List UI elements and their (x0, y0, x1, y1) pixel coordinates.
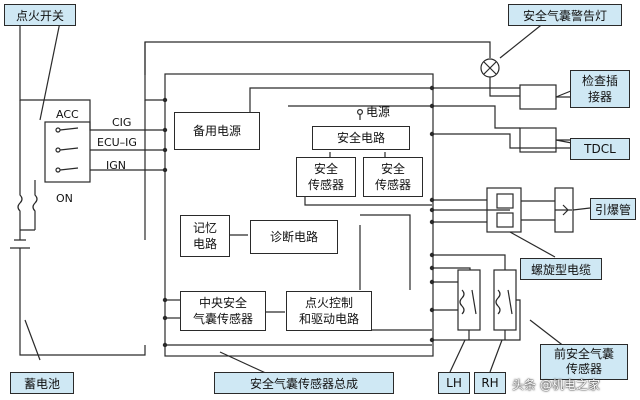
ignition-switch-box (44, 121, 91, 183)
callout-rh: RH (474, 372, 506, 394)
safety-sensor-block-1: 安全 传感器 (296, 157, 356, 197)
connector-box-1 (519, 84, 557, 110)
callout-sensor-assembly: 安全气囊传感器总成 (214, 372, 394, 394)
callout-ignition-switch: 点火开关 (4, 4, 76, 26)
callout-detonator: 引爆管 (590, 198, 636, 220)
callout-battery: 蓄电池 (10, 372, 74, 394)
front-sensor-lh (457, 269, 481, 331)
main-supply (144, 42, 165, 101)
callout-check-connector: 检查插 接器 (570, 70, 630, 108)
warning-lamp-return (489, 77, 520, 97)
switch-label-cig: CIG (112, 116, 132, 129)
watermark: 头条 @机电之家 (512, 378, 600, 392)
switch-label-on: ON (56, 192, 73, 205)
switch-label-acc: ACC (56, 108, 79, 121)
switch-label-ign: IGN (106, 159, 126, 172)
safety-sensor-block-2: 安全 传感器 (363, 157, 423, 197)
power-label: 电源 (366, 105, 391, 119)
switch-label-ecu-ig: ECU–IG (97, 136, 137, 149)
sensor-assembly-outline (164, 73, 434, 357)
safety-circuit-block: 安全电路 (312, 126, 410, 150)
memory-circuit-block: 记忆 电路 (180, 215, 230, 257)
diagnosis-circuit-block: 诊断电路 (250, 220, 338, 254)
spiral-cable-box (486, 187, 522, 233)
backup-power-block: 备用电源 (174, 112, 260, 150)
central-sensor-block: 中央安全 气囊传感器 (180, 291, 266, 331)
ignition-control-block: 点火控制 和驱动电路 (286, 291, 372, 331)
callout-front-airbag-sensor: 前安全气囊 传感器 (540, 344, 628, 380)
warning-lamp-feed (144, 41, 491, 75)
callout-airbag-warning-lamp: 安全气囊警告灯 (508, 4, 622, 26)
callout-lh: LH (438, 372, 470, 394)
callout-tdcl: TDCL (570, 138, 630, 160)
front-sensor-rh (493, 269, 517, 331)
callout-spiral-cable: 螺旋型电缆 (520, 258, 602, 280)
